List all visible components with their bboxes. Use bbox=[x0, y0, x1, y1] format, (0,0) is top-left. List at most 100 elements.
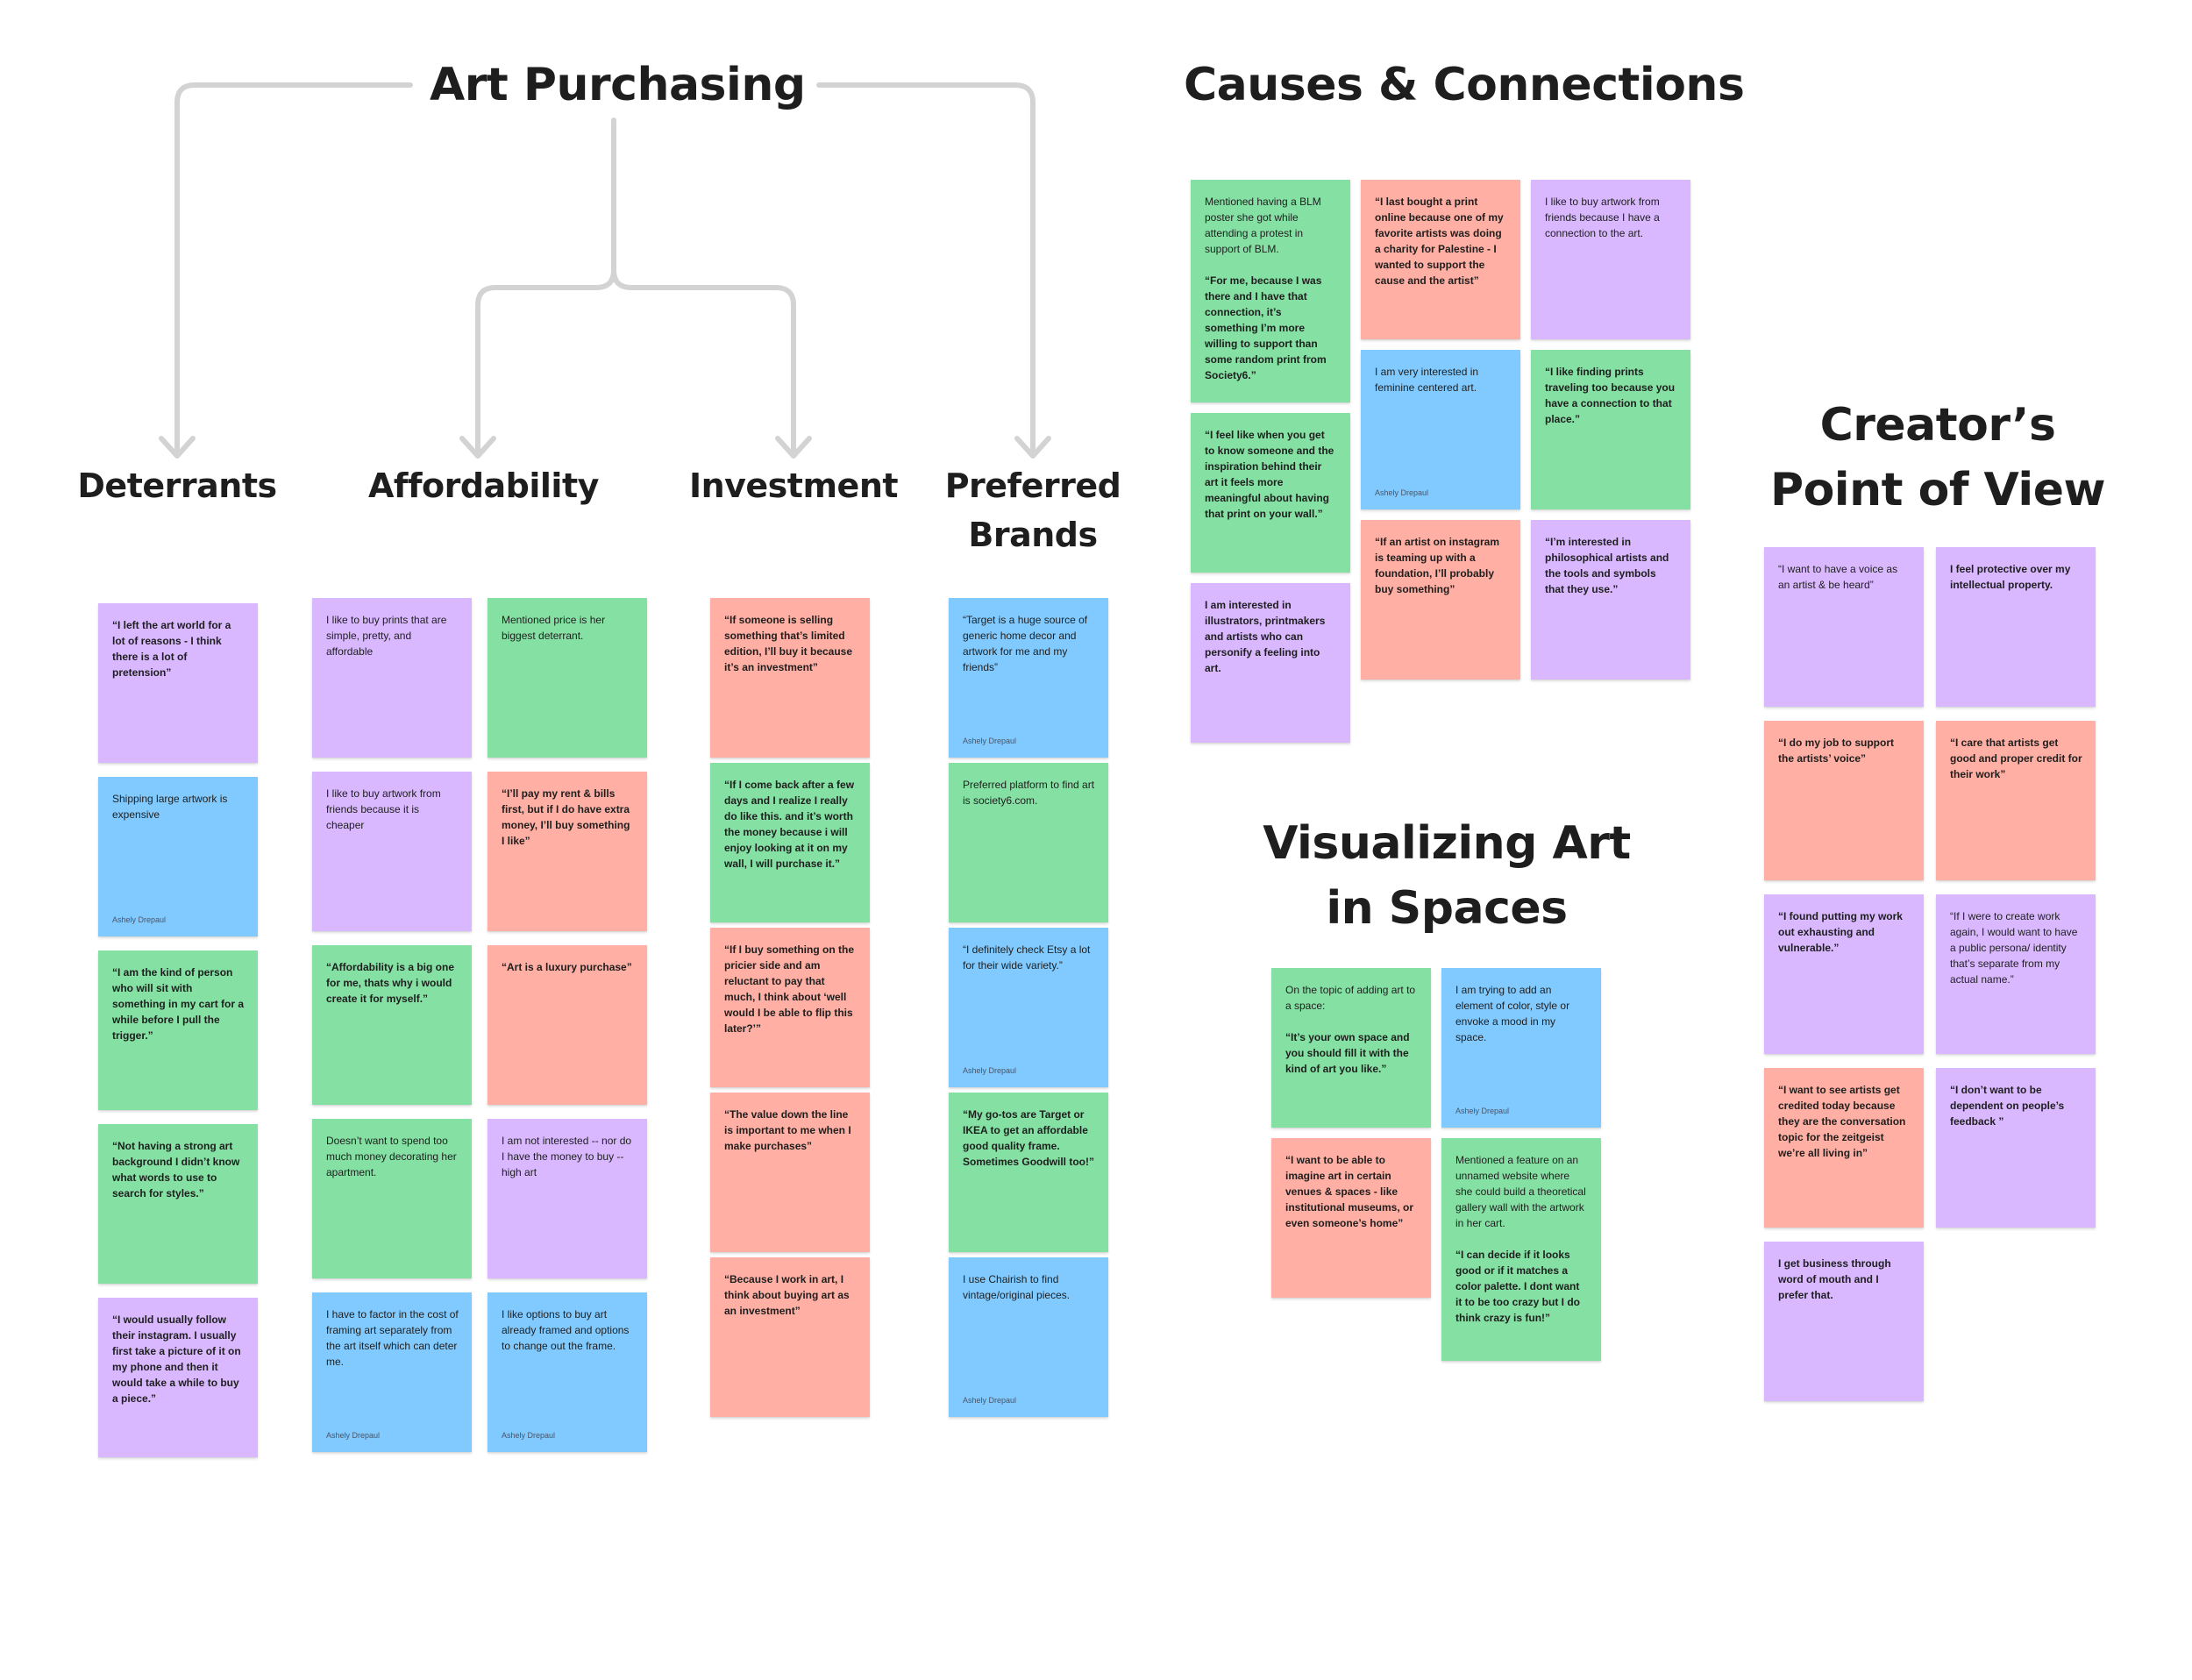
connector-trunk bbox=[475, 117, 616, 454]
sticky-note[interactable]: “I am the kind of person who will sit wi… bbox=[98, 950, 258, 1110]
sticky-note-author: Ashely Drepaul bbox=[963, 1396, 1017, 1405]
arrowhead-investment bbox=[775, 436, 812, 459]
sticky-note[interactable]: I like to buy artwork from friends becau… bbox=[1531, 180, 1690, 339]
sticky-note-quote: “It’s your own space and you should fill… bbox=[1285, 1031, 1413, 1075]
sticky-note[interactable]: “I want to have a voice as an artist & b… bbox=[1764, 547, 1924, 707]
sticky-note-text: I like to buy artwork from friends becau… bbox=[1545, 196, 1663, 239]
sticky-note-text: “I last bought a print online because on… bbox=[1375, 196, 1507, 287]
sticky-note[interactable]: Mentioned having a BLM poster she got wh… bbox=[1191, 180, 1350, 402]
sticky-note-text: “If I buy something on the pricier side … bbox=[724, 943, 858, 1035]
sticky-note-quote: “For me, because I was there and I have … bbox=[1205, 274, 1330, 381]
category-investment: Investment bbox=[688, 466, 899, 505]
sticky-note-text: “If someone is selling something that’s … bbox=[724, 614, 856, 673]
sticky-note[interactable]: I like options to buy art already framed… bbox=[488, 1292, 647, 1452]
sticky-note-quote: “I can decide if it looks good or if it … bbox=[1455, 1249, 1584, 1324]
sticky-note[interactable]: “If an artist on instagram is teaming up… bbox=[1361, 520, 1520, 680]
sticky-note[interactable]: I get business through word of mouth and… bbox=[1764, 1242, 1924, 1401]
sticky-note[interactable]: “The value down the line is important to… bbox=[710, 1093, 870, 1252]
sticky-note[interactable]: “I last bought a print online because on… bbox=[1361, 180, 1520, 339]
sticky-note-author: Ashely Drepaul bbox=[1375, 488, 1429, 497]
sticky-note[interactable]: I am trying to add an element of color, … bbox=[1441, 968, 1601, 1128]
sticky-note[interactable]: Preferred platform to find art is societ… bbox=[949, 763, 1108, 922]
sticky-note[interactable]: I feel protective over my intellectual p… bbox=[1936, 547, 2096, 707]
sticky-note-author: Ashely Drepaul bbox=[1455, 1107, 1510, 1115]
sticky-note[interactable]: “Because I work in art, I think about bu… bbox=[710, 1257, 870, 1417]
stack-creators-b: I feel protective over my intellectual p… bbox=[1936, 547, 2096, 1228]
sticky-note-author: Ashely Drepaul bbox=[326, 1431, 381, 1440]
sticky-note[interactable]: On the topic of adding art to a space:“I… bbox=[1271, 968, 1431, 1128]
sticky-note-text: I am interested in illustrators, printma… bbox=[1205, 599, 1328, 674]
sticky-note[interactable]: “Art is a luxury purchase” bbox=[488, 945, 647, 1105]
sticky-note-text: I get business through word of mouth and… bbox=[1778, 1257, 1895, 1301]
sticky-note-text: I have to factor in the cost of framing … bbox=[326, 1308, 462, 1368]
sticky-note[interactable]: “I want to see artists get credited toda… bbox=[1764, 1068, 1924, 1228]
category-affordability: Affordability bbox=[368, 466, 599, 505]
sticky-note[interactable]: “If I come back after a few days and I r… bbox=[710, 763, 870, 922]
sticky-note-author: Ashely Drepaul bbox=[963, 1066, 1017, 1075]
sticky-note[interactable]: “I care that artists get good and proper… bbox=[1936, 721, 2096, 880]
sticky-note[interactable]: “I don’t want to be dependent on people’… bbox=[1936, 1068, 2096, 1228]
connector-to-investment bbox=[611, 267, 796, 454]
stack-causes-b: “I last bought a print online because on… bbox=[1361, 180, 1520, 680]
sticky-note[interactable]: I am interested in illustrators, printma… bbox=[1191, 583, 1350, 743]
sticky-note[interactable]: “Target is a huge source of generic home… bbox=[949, 598, 1108, 758]
sticky-note[interactable]: Mentioned price is her biggest deterrant… bbox=[488, 598, 647, 758]
sticky-note-text: I use Chairish to find vintage/original … bbox=[963, 1273, 1071, 1301]
title-creators-point-of-view: Creator’s Point of View bbox=[1754, 393, 2122, 523]
sticky-note-text: “I don’t want to be dependent on people’… bbox=[1950, 1084, 2067, 1128]
sticky-note[interactable]: I am very interested in feminine centere… bbox=[1361, 350, 1520, 509]
sticky-note-text: Doesn’t want to spend too much money dec… bbox=[326, 1135, 460, 1178]
sticky-note[interactable]: I have to factor in the cost of framing … bbox=[312, 1292, 472, 1452]
sticky-note-text: “I care that artists get good and proper… bbox=[1950, 737, 2086, 780]
sticky-note[interactable]: I use Chairish to find vintage/original … bbox=[949, 1257, 1108, 1417]
sticky-note[interactable]: “I feel like when you get to know someon… bbox=[1191, 413, 1350, 573]
sticky-note-text: “I want to see artists get credited toda… bbox=[1778, 1084, 1909, 1159]
sticky-note-text: I like to buy artwork from friends becau… bbox=[326, 787, 445, 831]
sticky-note-text: I am very interested in feminine centere… bbox=[1375, 366, 1482, 394]
sticky-note-text: “I would usually follow their instagram.… bbox=[112, 1313, 245, 1405]
stack-creators-a: “I want to have a voice as an artist & b… bbox=[1764, 547, 1924, 1401]
title-creators-line2: Point of View bbox=[1769, 464, 2106, 516]
sticky-note[interactable]: I like to buy artwork from friends becau… bbox=[312, 772, 472, 931]
sticky-note-text: “The value down the line is important to… bbox=[724, 1108, 855, 1152]
sticky-note-text: “If I come back after a few days and I r… bbox=[724, 779, 858, 870]
sticky-note[interactable]: “I definitely check Etsy a lot for their… bbox=[949, 928, 1108, 1087]
sticky-note[interactable]: I like to buy prints that are simple, pr… bbox=[312, 598, 472, 758]
sticky-note[interactable]: “I’ll pay my rent & bills first, but if … bbox=[488, 772, 647, 931]
sticky-note[interactable]: “I would usually follow their instagram.… bbox=[98, 1298, 258, 1457]
sticky-note-text: “Not having a strong art background I di… bbox=[112, 1140, 243, 1199]
sticky-note-text: “I like finding prints traveling too bec… bbox=[1545, 366, 1678, 425]
sticky-note[interactable]: “I’m interested in philosophical artists… bbox=[1531, 520, 1690, 680]
sticky-note[interactable]: “If someone is selling something that’s … bbox=[710, 598, 870, 758]
title-visualizing-line2: in Spaces bbox=[1326, 882, 1568, 935]
sticky-note[interactable]: “I left the art world for a lot of reaso… bbox=[98, 603, 258, 763]
sticky-note[interactable]: “I found putting my work out exhausting … bbox=[1764, 894, 1924, 1054]
stack-investment: “If someone is selling something that’s … bbox=[710, 598, 870, 1417]
sticky-note-text: “If I were to create work again, I would… bbox=[1950, 910, 2081, 986]
sticky-note[interactable]: “Not having a strong art background I di… bbox=[98, 1124, 258, 1284]
sticky-note[interactable]: “Affordability is a big one for me, that… bbox=[312, 945, 472, 1105]
sticky-note[interactable]: “I want to be able to imagine art in cer… bbox=[1271, 1138, 1431, 1298]
sticky-note-text: “I want to have a voice as an artist & b… bbox=[1778, 563, 1901, 591]
sticky-note-text: I am not interested -- nor do I have the… bbox=[502, 1135, 635, 1178]
sticky-note[interactable]: “I like finding prints traveling too bec… bbox=[1531, 350, 1690, 509]
sticky-note[interactable]: “I do my job to support the artists’ voi… bbox=[1764, 721, 1924, 880]
stack-visualizing-b: I am trying to add an element of color, … bbox=[1441, 968, 1601, 1361]
title-art-purchasing: Art Purchasing bbox=[430, 59, 806, 111]
category-preferred-brands: Preferred Brands bbox=[944, 466, 1121, 554]
sticky-note[interactable]: “My go-tos are Target or IKEA to get an … bbox=[949, 1093, 1108, 1252]
sticky-note[interactable]: Mentioned a feature on an unnamed websit… bbox=[1441, 1138, 1601, 1361]
sticky-note[interactable]: I am not interested -- nor do I have the… bbox=[488, 1119, 647, 1278]
sticky-note-text: “My go-tos are Target or IKEA to get an … bbox=[963, 1108, 1095, 1168]
sticky-note-text: “I left the art world for a lot of reaso… bbox=[112, 619, 234, 679]
stack-affordability-a: I like to buy prints that are simple, pr… bbox=[312, 598, 472, 1452]
sticky-note[interactable]: “If I buy something on the pricier side … bbox=[710, 928, 870, 1087]
sticky-note-text: I like to buy prints that are simple, pr… bbox=[326, 614, 450, 658]
stack-affordability-b: Mentioned price is her biggest deterrant… bbox=[488, 598, 647, 1452]
sticky-note-text: I feel protective over my intellectual p… bbox=[1950, 563, 2074, 591]
sticky-note[interactable]: Doesn’t want to spend too much money dec… bbox=[312, 1119, 472, 1278]
sticky-note[interactable]: “If I were to create work again, I would… bbox=[1936, 894, 2096, 1054]
connector-to-preferred bbox=[816, 82, 1036, 454]
sticky-note-text: “Because I work in art, I think about bu… bbox=[724, 1273, 853, 1317]
